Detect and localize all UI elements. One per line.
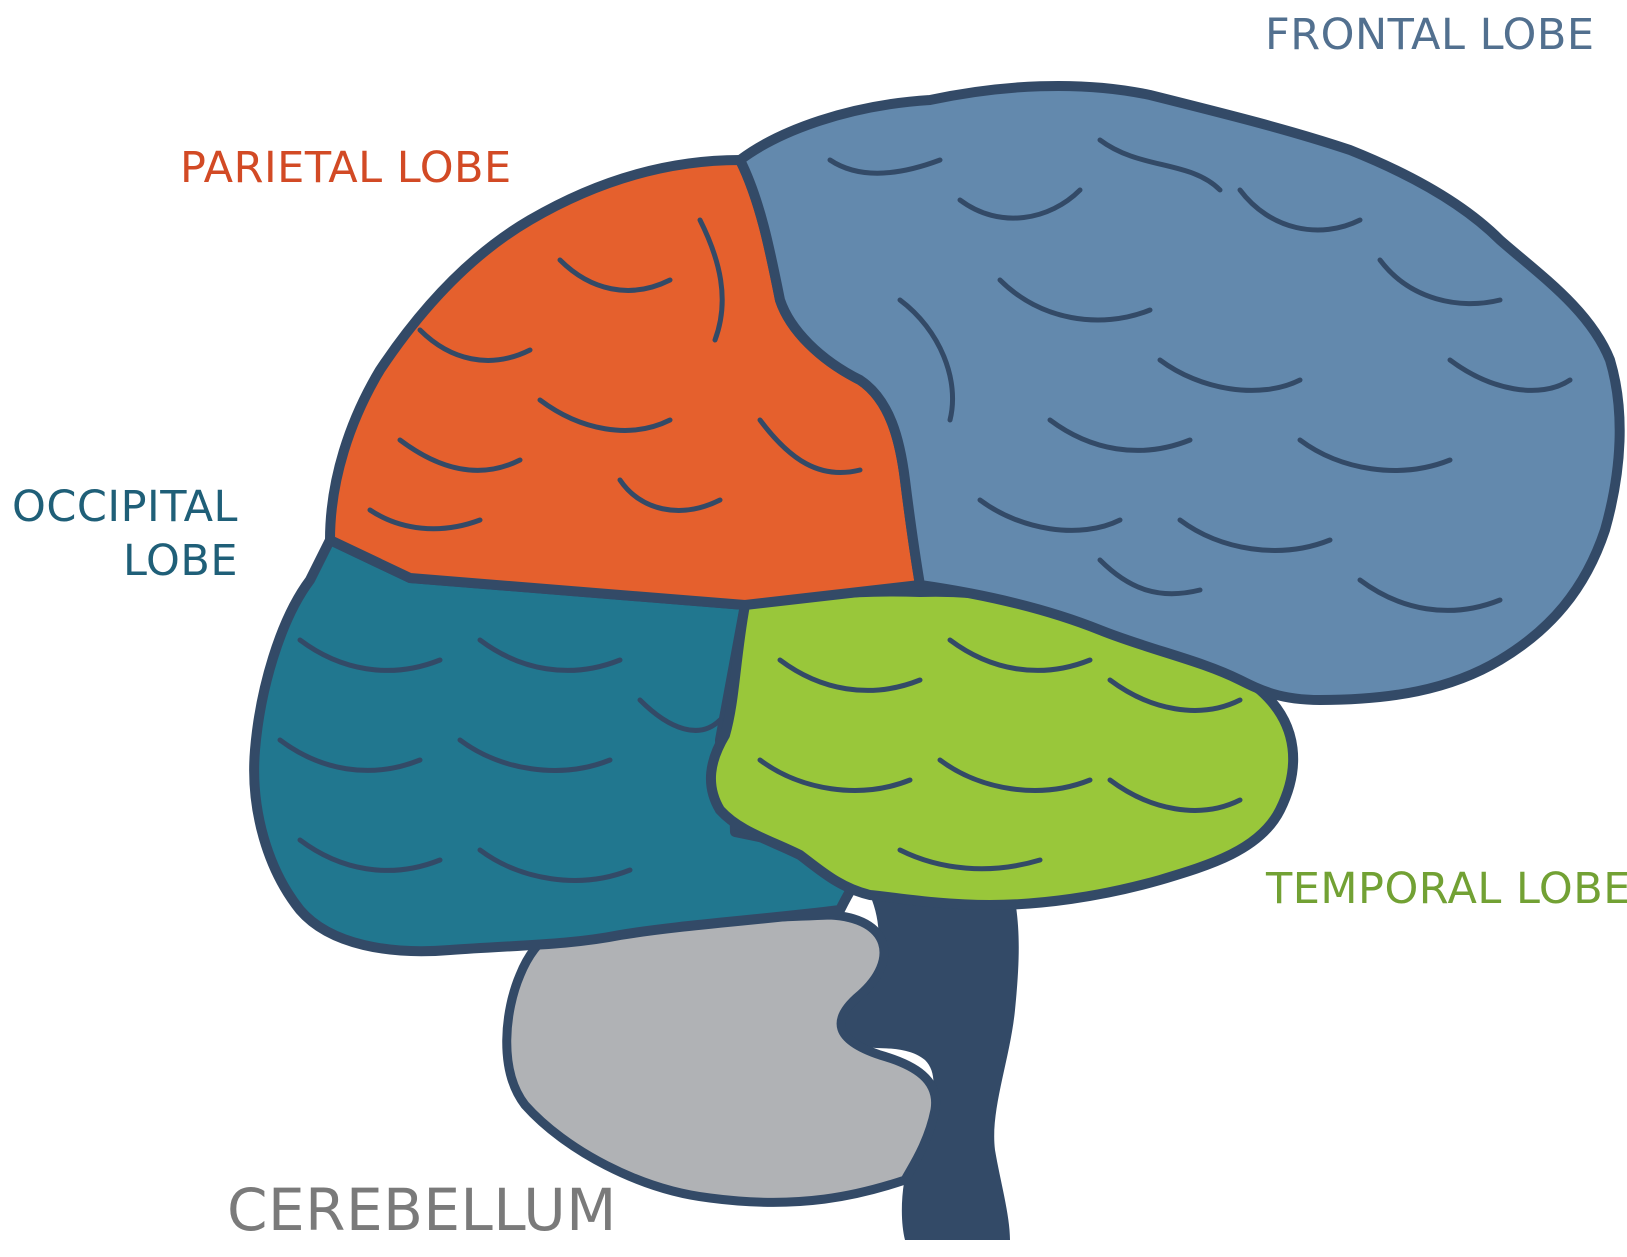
parietal-lobe-label: PARIETAL LOBE [180,141,512,195]
occipital-lobe-label-line2: LOBE [12,534,238,588]
occipital-lobe-label: OCCIPITAL LOBE [12,480,238,588]
temporal-lobe-label: TEMPORAL LOBE [1266,862,1627,916]
occipital-lobe-label-line1: OCCIPITAL [12,480,238,534]
cerebellum-label: CEREBELLUM [227,1177,617,1243]
cerebellum [507,915,936,1202]
frontal-lobe-label: FRONTAL LOBE [1265,8,1595,62]
